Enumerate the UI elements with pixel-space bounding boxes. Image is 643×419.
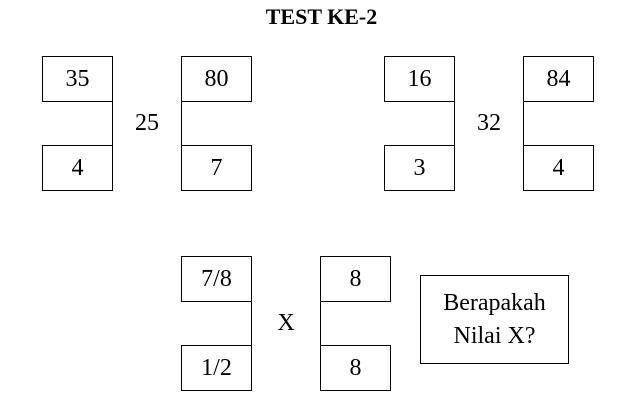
puzzle-3: 7/8 8 X 1/2 8 [181,256,391,391]
puzzle-1-center: 25 [112,101,182,145]
puzzle-2-top-right: 84 [523,56,594,102]
puzzle-3-center: X [251,301,321,345]
question-line-2: Nilai X? [453,322,536,349]
puzzle-3-bottom-left: 1/2 [181,345,252,391]
puzzle-2-bottom-right: 4 [523,145,594,191]
puzzle-1-top-left: 35 [42,56,113,102]
puzzle-1-bottom-right: 7 [181,145,252,191]
puzzle-1-bottom-left: 4 [42,145,113,191]
puzzle-3-top-left: 7/8 [181,256,252,302]
question-line-1: Berapakah [443,289,546,316]
question-box: Berapakah Nilai X? [420,275,569,364]
puzzle-3-top-right: 8 [320,256,391,302]
page-title: TEST KE-2 [265,4,378,29]
puzzle-2-top-left: 16 [384,56,455,102]
puzzle-2-bottom-left: 3 [384,145,455,191]
puzzle-1-top-right: 80 [181,56,252,102]
puzzle-1: 35 80 25 4 7 [42,56,252,191]
puzzle-2: 16 84 32 3 4 [384,56,594,191]
puzzle-3-bottom-right: 8 [320,345,391,391]
puzzle-2-center: 32 [454,101,524,145]
